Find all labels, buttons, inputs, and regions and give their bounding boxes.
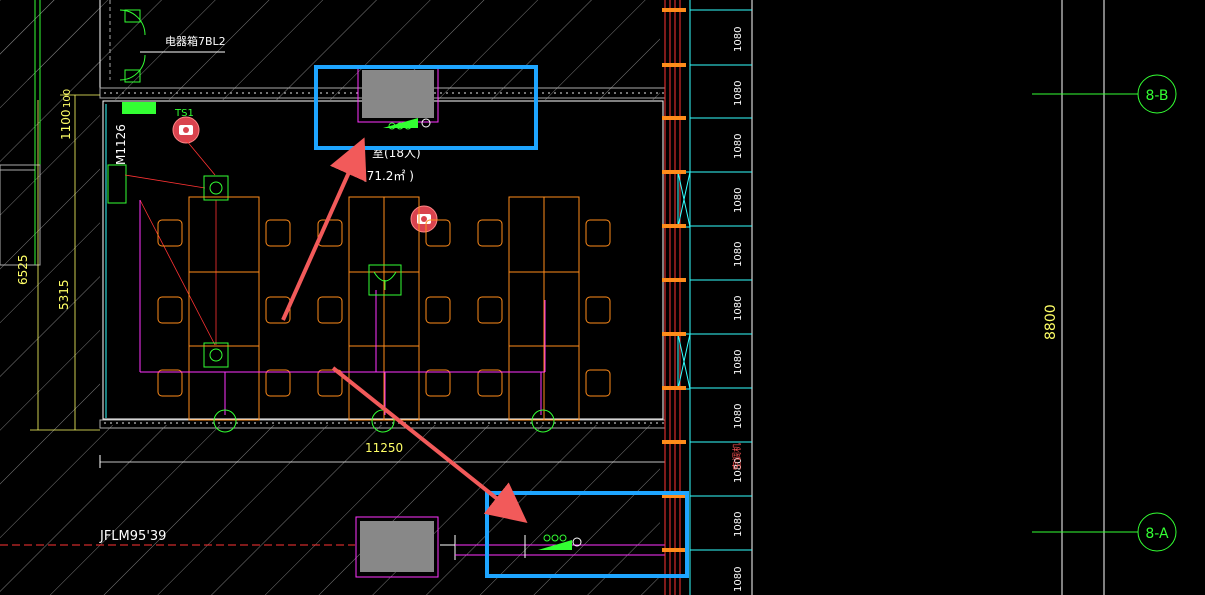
fan-coil-body-2 [360, 521, 434, 572]
chair [585, 369, 611, 397]
chair [265, 369, 291, 397]
dim-8800: 8800 [1043, 304, 1059, 340]
chair [157, 219, 183, 247]
wall-tick [662, 63, 686, 67]
chair [585, 296, 611, 324]
vertical-dim-label: 1080 [733, 458, 744, 483]
desk-group [188, 196, 580, 421]
wall-tick [662, 494, 686, 498]
left-dimensions [30, 94, 100, 431]
label-door: M1126 [114, 124, 128, 165]
fan-coil-body [362, 70, 434, 118]
wall-tick [662, 8, 686, 12]
arrow-to-top-unit [281, 137, 367, 321]
chairs [157, 219, 611, 397]
distribution-box [122, 102, 156, 114]
axis-label-8b: 8-B [1145, 88, 1168, 104]
chair [265, 296, 291, 324]
vertical-dim-label: 1080 [733, 404, 744, 429]
room-area: (71.2㎡ ) [362, 169, 414, 183]
fan-coil-frame-2 [355, 516, 439, 578]
chair [425, 296, 451, 324]
vertical-dim-label: 1080 [733, 242, 744, 267]
chair [157, 369, 183, 397]
wall-tick [662, 548, 686, 552]
chair [265, 219, 291, 247]
axis-marker-8b: 8-B [1137, 74, 1177, 114]
chair [425, 219, 451, 247]
vertical-dim-label: 1080 [733, 188, 744, 213]
axis-marker-8a: 8-A [1137, 512, 1177, 552]
chair [585, 219, 611, 247]
chair [477, 296, 503, 324]
chair [425, 369, 451, 397]
wall-tick [662, 332, 686, 336]
vertical-dim-label: 1080 [733, 27, 744, 52]
highlight-box-top[interactable] [314, 65, 538, 150]
vertical-dim-label: 1080 [733, 567, 744, 592]
wall-tick [662, 386, 686, 390]
label-ts1: TS1 [174, 108, 194, 119]
sink-icon [368, 264, 402, 296]
dim-100: 100 [62, 89, 73, 108]
vertical-dim-label: 1080 [733, 512, 744, 537]
wall-tick [662, 440, 686, 444]
dim-5315: 5315 [57, 279, 71, 310]
vertical-dim-label: 1080 [733, 350, 744, 375]
floor-drain [213, 409, 237, 433]
fan-coil-icon [383, 118, 431, 130]
arrow-to-bottom-unit [331, 366, 528, 523]
axis-area [1032, 0, 1138, 595]
wall-tick [662, 116, 686, 120]
small-red-text: 空调机 [731, 443, 743, 470]
chair [157, 296, 183, 324]
fan-coil-icon [524, 534, 582, 558]
vertical-dim-label: 1080 [733, 296, 744, 321]
dim-6525: 6525 [16, 254, 30, 285]
chair [477, 219, 503, 247]
wall-tick [662, 224, 686, 228]
chair [317, 296, 343, 324]
label-jflm: JFLM95'39 [99, 529, 166, 544]
magenta-lines [139, 200, 546, 415]
axis-label-8a: 8-A [1145, 526, 1169, 542]
bottom-wall-band [99, 419, 666, 429]
wall-tick [662, 170, 686, 174]
outlet-icon [203, 342, 229, 368]
vertical-dim-label: 1080 [733, 81, 744, 106]
vertical-dim-label: 1080 [733, 134, 744, 159]
outlet-icon [203, 175, 229, 201]
vertical-dimensions: 1080 1080 1080 1080 1080 1080 1080 1080 1080 1080… [733, 27, 744, 592]
dim-11250: 11250 [365, 441, 403, 455]
highlight-box-bottom[interactable] [485, 491, 689, 578]
panel-left [107, 164, 127, 204]
vertical-dimension-ticks [662, 8, 752, 552]
floor-drain [531, 409, 555, 433]
camera-icon[interactable] [172, 116, 200, 144]
camera-icon[interactable] [410, 205, 438, 233]
room-fill [100, 100, 665, 425]
label-box-note: 电器箱7BL2 [165, 34, 226, 48]
red-wiring [124, 139, 217, 346]
door-top [99, 0, 146, 90]
dim-1100: 1100 [59, 109, 73, 140]
chair [317, 369, 343, 397]
chair [317, 219, 343, 247]
left-walls [0, 0, 41, 266]
wall-tick [662, 278, 686, 282]
chair [477, 369, 503, 397]
